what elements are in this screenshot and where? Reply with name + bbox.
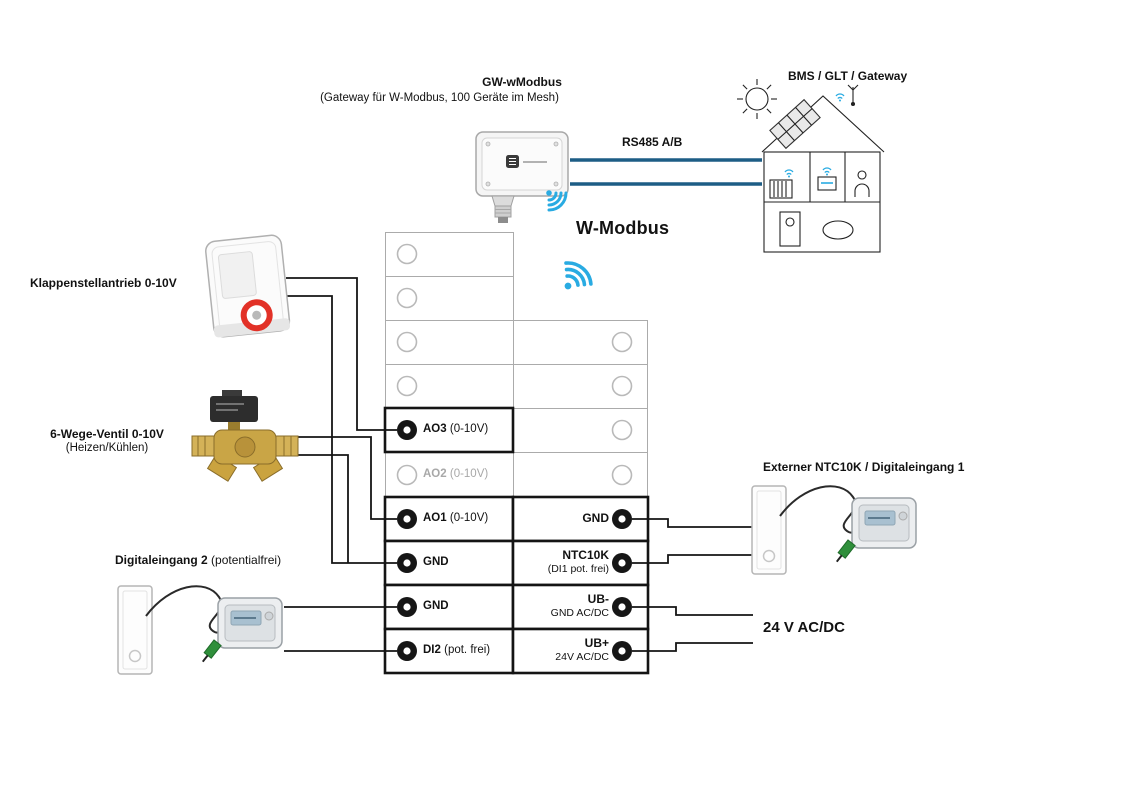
- ntc10k-label: Externer NTC10K / Digitaleingang 1: [763, 460, 965, 474]
- terminals-unused: [396, 243, 633, 486]
- gateway-title: GW-wModbus: [482, 75, 562, 89]
- terminal-di2: [397, 641, 417, 661]
- digital-input2-device-illustration: [117, 585, 283, 675]
- wires: [284, 277, 753, 652]
- terminal-gnd-right: [612, 509, 632, 529]
- terminal-ao2: [396, 464, 418, 486]
- person-icon: [854, 170, 870, 197]
- terminal-ntc10k: [612, 553, 632, 573]
- boiler-icon: [779, 211, 801, 247]
- sun-icon: [737, 79, 777, 119]
- terminal-label-gnd-2: GND: [423, 600, 449, 612]
- wire-ntc-signal: [632, 554, 752, 564]
- six-way-valve-illustration: [191, 390, 299, 482]
- bms-label: BMS / GLT / Gateway: [788, 69, 908, 83]
- terminal-ao3: [397, 420, 417, 440]
- terminal-label-ao2: AO2 (0-10V): [423, 468, 489, 480]
- building-icon: [737, 79, 885, 253]
- damper-actuator-illustration: [205, 234, 291, 338]
- gateway-wifi-icon: [546, 190, 568, 212]
- wire-power-ub-minus: [632, 606, 753, 616]
- terminal-label-ntc10k: NTC10K (DI1 pot. frei): [547, 548, 609, 575]
- terminal-grid: [385, 232, 648, 497]
- wire-ntc-gnd: [632, 518, 752, 528]
- terminal-label-ao1: AO1 (0-10V): [423, 512, 489, 524]
- wire-valve-ao1: [296, 436, 397, 520]
- terminals-active: [397, 420, 632, 661]
- terminal-gnd-2: [397, 597, 417, 617]
- terminal-label-ub-minus: UB- GND AC/DC: [550, 592, 609, 619]
- gateway-subtitle: (Gateway für W-Modbus, 100 Geräte im Mes…: [320, 92, 559, 104]
- wire-valve-gnd: [296, 454, 349, 563]
- cell-gnd-right: [511, 495, 650, 543]
- mini-wifi-icons: [784, 93, 845, 178]
- wire-damper-gnd: [286, 295, 397, 564]
- rs485-lines: [570, 158, 762, 186]
- solar-panel-icon: [769, 98, 821, 150]
- power-label: 24 V AC/DC: [763, 619, 845, 636]
- thermostat-icon: [817, 176, 837, 191]
- terminal-label-ao3: AO3 (0-10V): [423, 423, 489, 435]
- digital-input2-label: Digitaleingang 2 (potentialfrei): [115, 553, 282, 567]
- terminal-cells-active: [383, 406, 650, 675]
- wire-damper-ao3: [286, 277, 397, 431]
- terminal-label-gnd-right: GND: [582, 511, 609, 525]
- valve-label: 6-Wege-Ventil 0-10V (Heizen/Kühlen): [50, 427, 164, 454]
- gateway-device-illustration: [475, 131, 569, 223]
- wire-power-ub-plus: [632, 642, 753, 652]
- terminal-gnd-1: [397, 553, 417, 573]
- cloud-icon: [822, 220, 854, 240]
- radiator-icon: [769, 179, 793, 199]
- terminal-ao1: [397, 509, 417, 529]
- terminal-label-di2: DI2 (pot. frei): [423, 644, 491, 656]
- ntc10k-device-illustration: [751, 485, 917, 575]
- terminal-ub-plus: [612, 641, 632, 661]
- terminal-label-gnd-1: GND: [423, 556, 449, 568]
- terminal-ub-minus: [612, 597, 632, 617]
- wmodbus-wifi-icon: [564, 261, 593, 290]
- cable-gland-icon: [491, 195, 515, 207]
- damper-label: Klappenstellantrieb 0-10V: [30, 276, 177, 290]
- rs485-label: RS485 A/B: [622, 135, 683, 149]
- cell-ao3: [383, 406, 515, 454]
- weather-sensor-icon: [847, 84, 859, 107]
- terminal-label-ub-plus: UB+ 24V AC/DC: [555, 636, 609, 663]
- wmodbus-label: W-Modbus: [576, 218, 670, 238]
